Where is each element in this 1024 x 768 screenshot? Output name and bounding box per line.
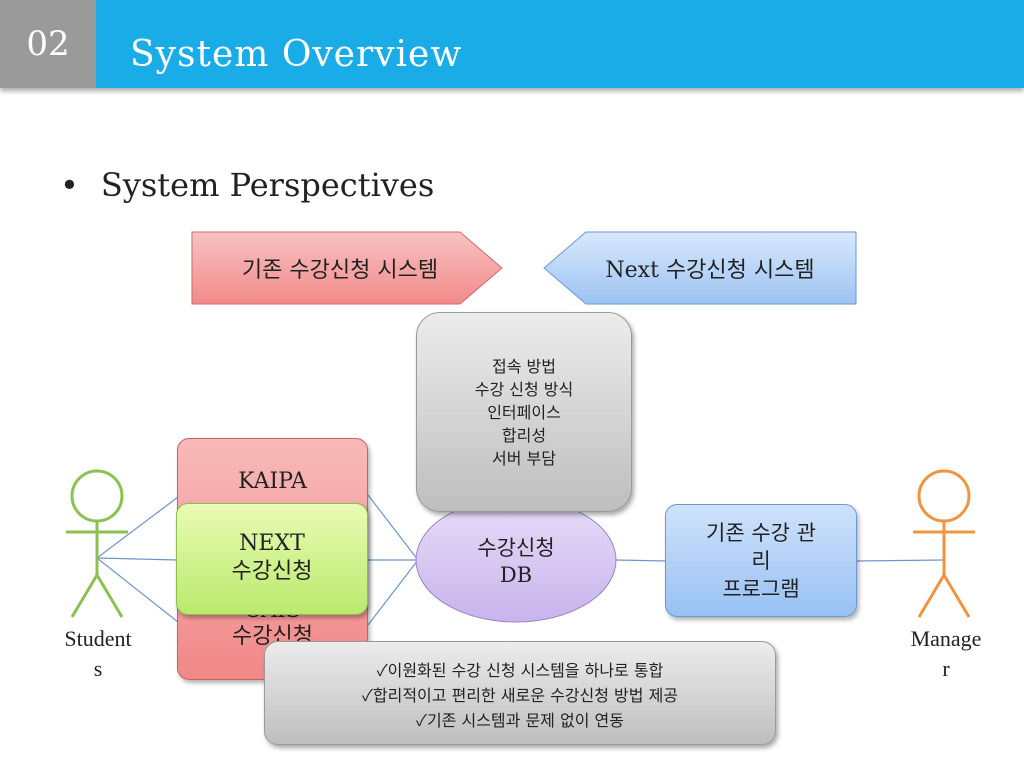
concern-item: 서버 부담 [492, 449, 556, 468]
link-program-manager [855, 559, 945, 562]
admin-program-line: 프로그램 [722, 577, 800, 601]
db-type: DB [499, 563, 533, 587]
concern-item: 접속 방법 [492, 357, 556, 376]
bullet-text: System Perspectives [100, 166, 435, 204]
db-name: 수강신청 [477, 536, 555, 560]
link-kaipa-db [367, 494, 419, 561]
kaipa-label: KAIPA [238, 469, 307, 494]
benefit-item: ✓합리적이고 편리한 새로운 수강신청 방법 제공 [361, 686, 679, 705]
bullet-item: • System Perspectives [60, 166, 434, 204]
manager-figure-icon [913, 469, 975, 618]
students-label-line: Student [64, 626, 132, 651]
slide-header: 02 System Overview [0, 0, 1024, 88]
manager-label: Manage r [892, 624, 1000, 684]
slide-title: System Overview [130, 34, 463, 75]
concern-item: 합리성 [501, 426, 547, 445]
old-system-arrow-shape [191, 231, 503, 305]
admin-program-line: 리 [751, 549, 771, 573]
link-db-program [615, 559, 667, 562]
link-student-cais [96, 557, 179, 623]
concern-item: 인터페이스 [487, 403, 561, 422]
next-box-name: NEXT [239, 531, 305, 556]
link-student-next [96, 557, 179, 561]
admin-program-box: 기존 수강 관 리 프로그램 [665, 504, 857, 617]
bullet-dot: • [60, 166, 79, 204]
next-system-label: Next 수강신청 시스템 [605, 258, 815, 283]
link-student-kaipa [96, 496, 179, 559]
manager-label-line: r [942, 656, 950, 681]
next-system-box: NEXT 수강신청 [176, 503, 368, 615]
benefit-item: ✓기존 시스템과 문제 없이 연동 [416, 711, 624, 730]
concern-item: 수강 신청 방식 [474, 380, 574, 399]
next-system-arrow-shape [543, 231, 857, 305]
old-system-label: 기존 수강신청 시스템 [241, 258, 439, 283]
db-node-label: 수강신청 DB [416, 535, 616, 589]
manager-label-line: Manage [910, 626, 982, 651]
students-label-line: s [93, 656, 103, 681]
students-label: Student s [44, 624, 152, 684]
student-figure-icon [66, 469, 128, 618]
section-number: 02 [0, 0, 96, 88]
admin-program-line: 기존 수강 관 [706, 521, 816, 545]
concerns-box: 접속 방법 수강 신청 방식 인터페이스 합리성 서버 부담 [416, 312, 632, 512]
benefit-item: ✓이원화된 수강 신청 시스템을 하나로 통합 [376, 661, 664, 680]
next-box-subtitle: 수강신청 [231, 559, 313, 584]
link-cais-db [367, 559, 419, 626]
benefits-box: ✓이원화된 수강 신청 시스템을 하나로 통합 ✓합리적이고 편리한 새로운 수… [264, 641, 776, 745]
